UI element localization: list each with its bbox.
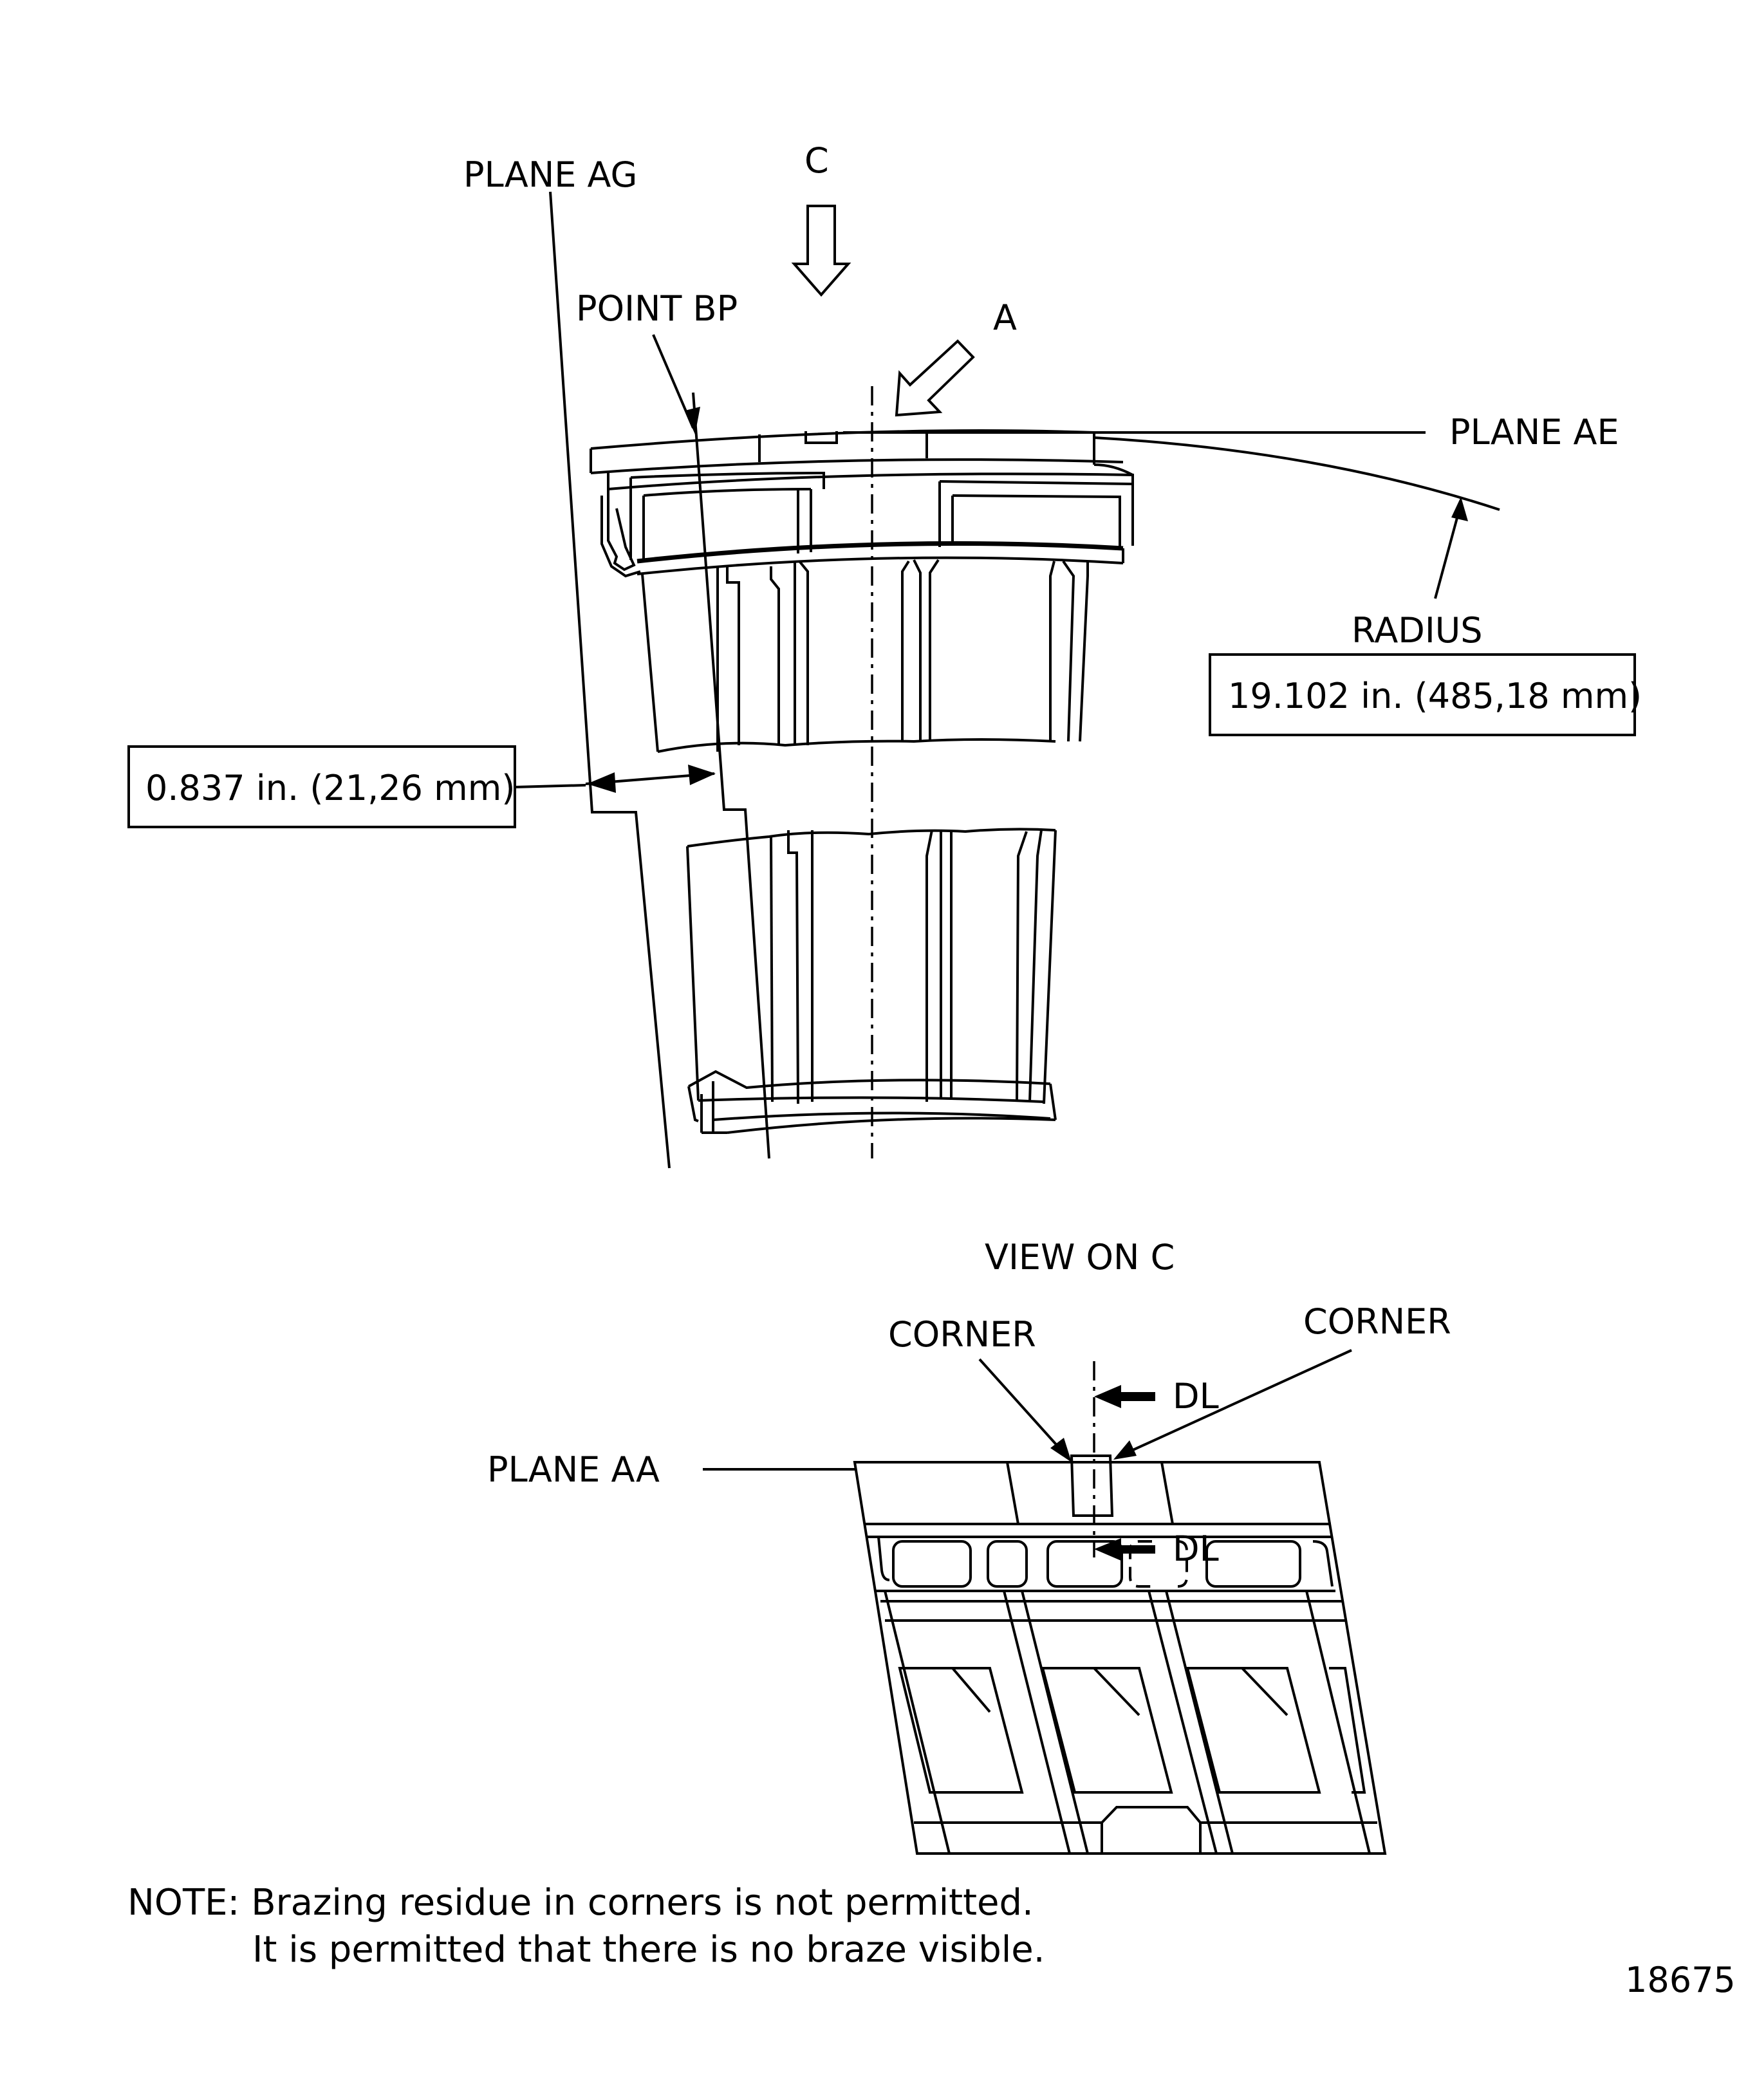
dl-upper-label: DL (1173, 1376, 1219, 1417)
view-on-c-title: VIEW ON C (985, 1237, 1175, 1278)
upper-blades (641, 559, 1089, 753)
dl-lower-label: DL (1173, 1529, 1219, 1569)
view-c-arrow-label: C (804, 140, 829, 181)
figure-number: 18675 (1625, 1960, 1736, 2000)
radius-leader (1434, 508, 1461, 599)
bottom-shroud (687, 1070, 1057, 1134)
view-a-arrow-label: A (993, 297, 1017, 338)
view-on-c (703, 1349, 1387, 1855)
note-line-1: NOTE: Brazing residue in corners is not … (127, 1882, 1034, 1924)
left-hook (607, 489, 636, 571)
corner-left-leader (978, 1358, 1066, 1456)
plane-ae-label: PLANE AE (1449, 412, 1619, 452)
view-arrow-a (895, 339, 975, 417)
dl-arrow-upper (1094, 1385, 1155, 1408)
corner-block (1070, 1454, 1114, 1517)
note-line-2: It is permitted that there is no braze v… (252, 1929, 1045, 1971)
corner-left-label: CORNER (888, 1314, 1036, 1355)
offset-dimension (514, 765, 716, 793)
text-layer: PLANE AG C POINT BP A PLANE AE RADIUS 19… (127, 140, 1736, 2000)
plane-ag-line (549, 191, 671, 1169)
view-c-body (853, 1461, 1387, 1855)
corner-right-label: CORNER (1303, 1301, 1451, 1342)
point-bp-label: POINT BP (576, 288, 738, 329)
plane-ag-label: PLANE AG (463, 154, 637, 195)
lower-blades (686, 828, 1057, 1104)
main-rail (637, 541, 1124, 564)
view-arrow-c (791, 205, 851, 297)
radius-value: 19.102 in. (485,18 mm) (1228, 676, 1642, 716)
radius-value-box (1209, 653, 1636, 736)
window-cells (875, 1536, 1335, 1592)
offset-value-box (127, 745, 516, 828)
dl-arrow-lower (1094, 1538, 1155, 1561)
offset-value: 0.837 in. (21,26 mm) (145, 768, 515, 808)
angled-windows (898, 1667, 1366, 1794)
point-bp-line (692, 392, 770, 1159)
bottom-notch (1101, 1806, 1202, 1854)
upper-view (127, 191, 1636, 1169)
radius-arc (1093, 436, 1500, 511)
plane-aa-label: PLANE AA (487, 1449, 660, 1490)
corner-right-leader (1122, 1349, 1352, 1456)
radius-label: RADIUS (1352, 610, 1483, 651)
struts (884, 1590, 1371, 1854)
